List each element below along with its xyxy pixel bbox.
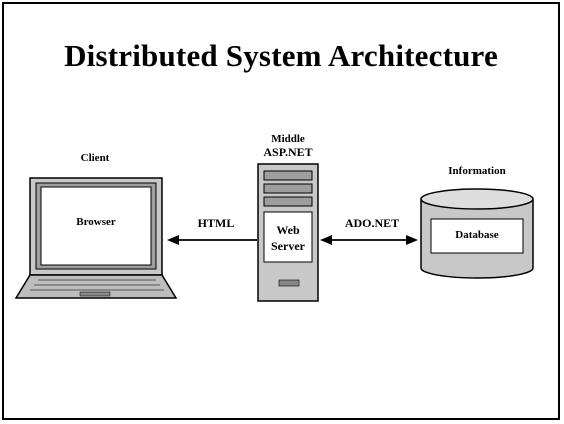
slide-title: Distributed System Architecture: [64, 38, 498, 73]
information-heading: Information: [448, 165, 506, 177]
server-label-line2: Server: [271, 239, 305, 253]
client-heading: Client: [80, 152, 110, 164]
server-tower-icon: [257, 163, 319, 302]
html-link-label: HTML: [197, 216, 235, 230]
ado-net-arrow: [320, 235, 418, 245]
asp-net-heading: ASP.NET: [263, 145, 313, 159]
ado-net-link-label: ADO.NET: [344, 216, 400, 230]
server-label-line1: Web: [276, 223, 300, 237]
html-arrow: [167, 235, 257, 245]
laptop-icon: [14, 177, 178, 299]
middle-heading: Middle: [271, 133, 305, 145]
browser-label: Browser: [76, 216, 116, 228]
database-icon: [420, 188, 534, 279]
database-label: Database: [455, 229, 499, 241]
